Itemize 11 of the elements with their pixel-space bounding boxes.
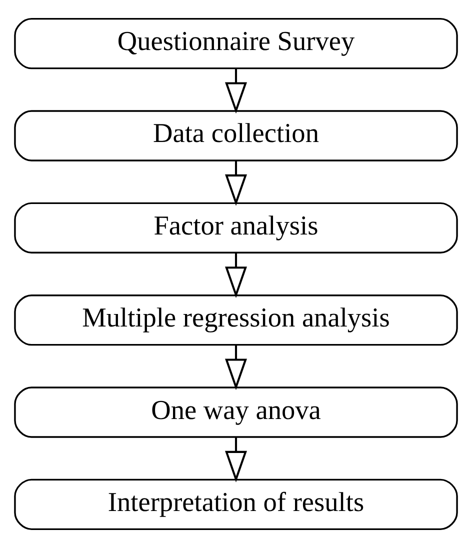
arrow (225, 344, 247, 390)
arrow (225, 252, 247, 298)
arrow (225, 68, 247, 114)
node-box: Data collection (14, 110, 458, 161)
node-box: One way anova (14, 386, 458, 438)
node-box: Multiple regression analysis (14, 294, 458, 346)
arrow (225, 436, 247, 482)
node-box: Interpretation of results (14, 478, 458, 530)
node-box: Factor analysis (14, 202, 458, 254)
node-box: Questionnaire Survey (14, 17, 458, 69)
arrow (225, 160, 247, 206)
